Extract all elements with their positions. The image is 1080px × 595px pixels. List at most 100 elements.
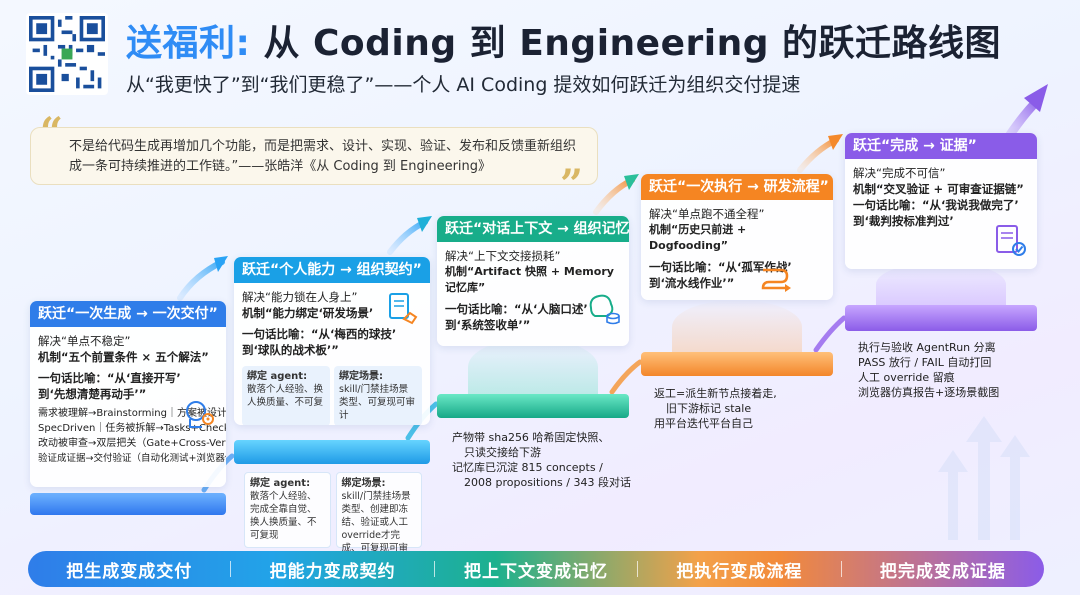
beam-5 <box>876 262 1006 307</box>
bind-scene-text: skill/门禁挂场景类型、可复现可审计 <box>339 384 416 421</box>
page-subtitle: 从“我更快了”到“我们更稳了”——个人 AI Coding 提效如何跃迁为组织交… <box>126 74 801 96</box>
stage-2-mechanism: 机制“能力绑定‘研发场景’ <box>242 306 374 320</box>
title-accent: 送福利: <box>126 23 251 64</box>
platform-5 <box>845 305 1037 331</box>
detail-scene-title: 绑定场景: <box>341 478 386 489</box>
link-arrow-4 <box>813 315 847 353</box>
stage-5-title: 跃迁“完成 → 证据” <box>845 133 1037 159</box>
arrow-5-head <box>1024 84 1048 112</box>
bind-agent-box: 绑定 agent: 散落个人经验、换人换质量、不可复 <box>242 366 330 425</box>
stage-5-solve: 解决“完成不可信” <box>853 166 946 180</box>
stage-card-3: 跃迁“对话上下文 → 组织记忆” 解决“上下文交接损耗” 机制“Artifact… <box>437 216 629 346</box>
stage-1-solve: 解决“单点不稳定” <box>38 334 131 348</box>
summary-item-3: 把上下文变成记忆 <box>464 561 609 582</box>
stage-card-2: 跃迁“个人能力 → 组织契约” 解决“能力锁在人身上” 机制“能力绑定‘研发场景… <box>234 257 430 425</box>
close-quote-icon: ” <box>560 161 584 208</box>
stage-card-4: 跃迁“一次执行 → 研发流程” 解决“单点跑不通全程” 机制“历史只前进 + D… <box>641 174 833 300</box>
brain-database-icon <box>589 294 620 325</box>
arrow-4 <box>797 137 839 173</box>
stage-card-1: 跃迁“一次生成 → 一次交付” 解决“单点不稳定” 机制“五个前置条件 × 五个… <box>30 301 226 487</box>
note-line: 用平台迭代平台自己 <box>654 417 753 430</box>
stage-3-mechanism: 机制“Artifact 快照 + Memory 记忆库” <box>445 265 614 294</box>
task-line: 改动被审查→双层把关（Gate+Cross-Verify） <box>38 438 226 449</box>
summary-item-4: 把执行变成流程 <box>676 561 803 582</box>
note-line: 浏览器仿真报告+逐场景截图 <box>858 386 1000 399</box>
divider <box>433 561 435 577</box>
task-line: 需求被理解→Brainstorming｜方案被设计→ <box>38 408 226 419</box>
arrow-4-head <box>828 134 843 150</box>
bind-agent-text: 散落个人经验、换人换质量、不可复 <box>247 384 324 408</box>
summary-item-5: 把完成变成证据 <box>879 561 1006 582</box>
note-line: 产物带 sha256 哈希固定快照、 <box>452 431 610 444</box>
stage-1-analogy-1: 一句话比喻：“从‘直接开写’ <box>38 371 181 385</box>
note-line: PASS 放行 / FAIL 自动打回 <box>858 356 992 369</box>
platform-1 <box>30 493 226 515</box>
stage-5-notes: 执行与验收 AgentRun 分离 PASS 放行 / FAIL 自动打回 人工… <box>858 340 999 400</box>
stage-4-mechanism: 机制“历史只前进 + Dogfooding” <box>649 223 747 252</box>
detail-agent-title: 绑定 agent: <box>250 478 311 489</box>
stage-4-solve: 解决“单点跑不通全程” <box>649 207 765 221</box>
detail-agent-text: 散落个人经验、完成全靠自觉、换人换质量、不可复现 <box>250 491 317 541</box>
brain-gear-icon <box>186 401 214 428</box>
stage-1-analogy-2: 到‘先想清楚再动手’” <box>38 387 147 401</box>
stage-3-solve: 解决“上下文交接损耗” <box>445 249 561 263</box>
quote-line-1: 不是给代码生成再增加几个功能，而是把需求、设计、实现、验证、发布和反馈重新组织 <box>69 139 577 154</box>
title-main: 从 Coding 到 Engineering 的跃迁路线图 <box>263 23 1002 64</box>
stage-1-title: 跃迁“一次生成 → 一次交付” <box>30 301 226 327</box>
detail-agent-box: 绑定 agent: 散落个人经验、完成全靠自觉、换人换质量、不可复现 <box>244 472 331 548</box>
stage-3-analogy-1: 一句话比喻：“从‘人脑口述’ <box>445 302 588 316</box>
bind-scene-title: 绑定场景: <box>339 371 383 382</box>
quote-line-2: 成一条可持续推进的工作链。”——张皓洋《从 Coding 到 Engineeri… <box>69 159 492 174</box>
stage-4-notes: 返工=派生新节点接着走, 旧下游标记 stale 用平台迭代平台自己 <box>654 386 777 431</box>
stage-5-analogy-2: 到‘裁判按标准判过’ <box>853 214 954 228</box>
qr-code[interactable] <box>26 13 108 95</box>
link-arrow-3 <box>609 359 643 395</box>
bg-arrows <box>938 416 1030 540</box>
stage-2-analogy-1: 一句话比喻：“从‘梅西的球技’ <box>242 327 397 341</box>
stage-1-mechanism: 机制“五个前置条件 × 五个解法” <box>38 350 209 364</box>
platform-4 <box>641 352 833 376</box>
stage-3-notes: 产物带 sha256 哈希固定快照、 只读交接给下游 记忆库已沉淀 815 co… <box>452 430 631 490</box>
divider <box>637 561 639 577</box>
quote-box: 不是给代码生成再增加几个功能，而是把需求、设计、实现、验证、发布和反馈重新组织 … <box>30 127 598 185</box>
note-line: 记忆库已沉淀 815 concepts / <box>452 461 603 474</box>
stage-4-analogy-1: 一句话比喻：“从‘孤军作战’ <box>649 260 792 274</box>
note-line: 只读交接给下游 <box>464 446 541 459</box>
platform-3 <box>437 394 629 418</box>
certificate-checklist-icon <box>996 225 1026 256</box>
stage-5-mechanism: 机制“交叉验证 + 可审查证据链” <box>853 182 1024 196</box>
note-line: 2008 propositions / 343 段对话 <box>464 476 631 489</box>
arrow-1 <box>177 259 225 301</box>
stage-5-analogy-1: 一句话比喻：“从‘我说我做完了’ <box>853 198 1019 212</box>
stage-2-detail: 绑定 agent: 散落个人经验、完成全靠自觉、换人换质量、不可复现 绑定场景:… <box>244 472 422 567</box>
stage-card-5: 跃迁“完成 → 证据” 解决“完成不可信” 机制“交叉验证 + 可审查证据链” … <box>845 133 1037 269</box>
stage-3-title: 跃迁“对话上下文 → 组织记忆” <box>437 216 629 242</box>
arrow-2 <box>387 219 428 255</box>
note-line: 人工 override 留痕 <box>858 371 955 384</box>
beam-4 <box>672 300 802 354</box>
stage-2-solve: 解决“能力锁在人身上” <box>242 290 358 304</box>
detail-scene-box: 绑定场景: skill/门禁挂场景类型、创建即冻结、验证或人工override才… <box>335 472 422 567</box>
summary-item-2: 把能力变成契约 <box>269 561 396 582</box>
stage-2-title: 跃迁“个人能力 → 组织契约” <box>234 257 430 283</box>
note-line: 执行与验收 AgentRun 分离 <box>858 341 996 354</box>
note-line: 旧下游标记 stale <box>666 402 752 415</box>
bind-agent-title: 绑定 agent: <box>247 371 308 382</box>
beam-3 <box>468 338 598 396</box>
platform-2 <box>234 440 430 464</box>
task-line: 验证成证据→交付验证（自动化测试+浏览器仿真） <box>38 453 226 464</box>
stage-1-tasks: 需求被理解→Brainstorming｜方案被设计→ SpecDriven｜任务… <box>38 406 226 466</box>
note-line: 返工=派生新节点接着走, <box>654 387 777 400</box>
contract-handshake-icon <box>389 293 418 325</box>
qr-code-graphic <box>29 16 105 92</box>
bottom-summary-bar: 把生成变成交付 把能力变成契约 把上下文变成记忆 把执行变成流程 把完成变成证据 <box>28 551 1044 587</box>
divider <box>840 561 842 577</box>
arrow-3-head <box>624 174 639 190</box>
divider <box>230 561 232 577</box>
arrow-2-head <box>417 216 432 232</box>
flow-loop-icon <box>761 268 791 292</box>
task-line: SpecDriven｜任务被拆解→Tasks+Checklist <box>38 423 226 434</box>
bind-scene-box: 绑定场景: skill/门禁挂场景类型、可复现可审计 <box>334 366 422 425</box>
stage-3-analogy-2: 到‘系统签收单’” <box>445 318 531 332</box>
arrow-3 <box>593 177 635 215</box>
